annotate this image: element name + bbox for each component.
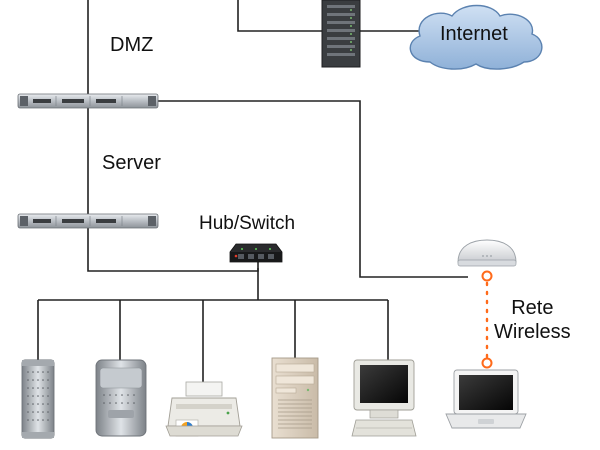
hub-switch-label: Hub/Switch [199,213,296,234]
crt-monitor-icon[interactable] [351,359,417,437]
internet-label: Internet [440,23,508,45]
printer-icon[interactable] [165,381,243,437]
trunk-line [87,0,259,272]
firewall-rack-icon[interactable] [321,0,361,68]
mac-pro-tower-icon[interactable] [21,359,55,439]
dmz-server-rack-icon[interactable] [17,93,159,109]
server-label: Server [102,152,161,174]
wireless-label-line1: Rete [511,297,554,319]
internet-cloud-icon[interactable] [409,4,543,70]
wireless-access-point-icon[interactable] [457,239,517,267]
beige-pc-tower-icon[interactable] [271,357,319,439]
hub-switch-icon[interactable] [229,243,283,263]
dmz-to-ap-line [158,100,468,278]
dmz-label: DMZ [110,34,154,56]
wireless-label-line2: Wireless [494,321,571,343]
connection-lines [37,0,468,382]
laptop-icon[interactable] [445,369,527,429]
firewall-uplink-line [237,0,322,32]
power-mac-g5-icon[interactable] [95,359,147,437]
wireless-network-label: Rete Wireless [494,296,571,344]
internal-server-rack-icon[interactable] [17,213,159,229]
wireless-link [481,270,493,369]
